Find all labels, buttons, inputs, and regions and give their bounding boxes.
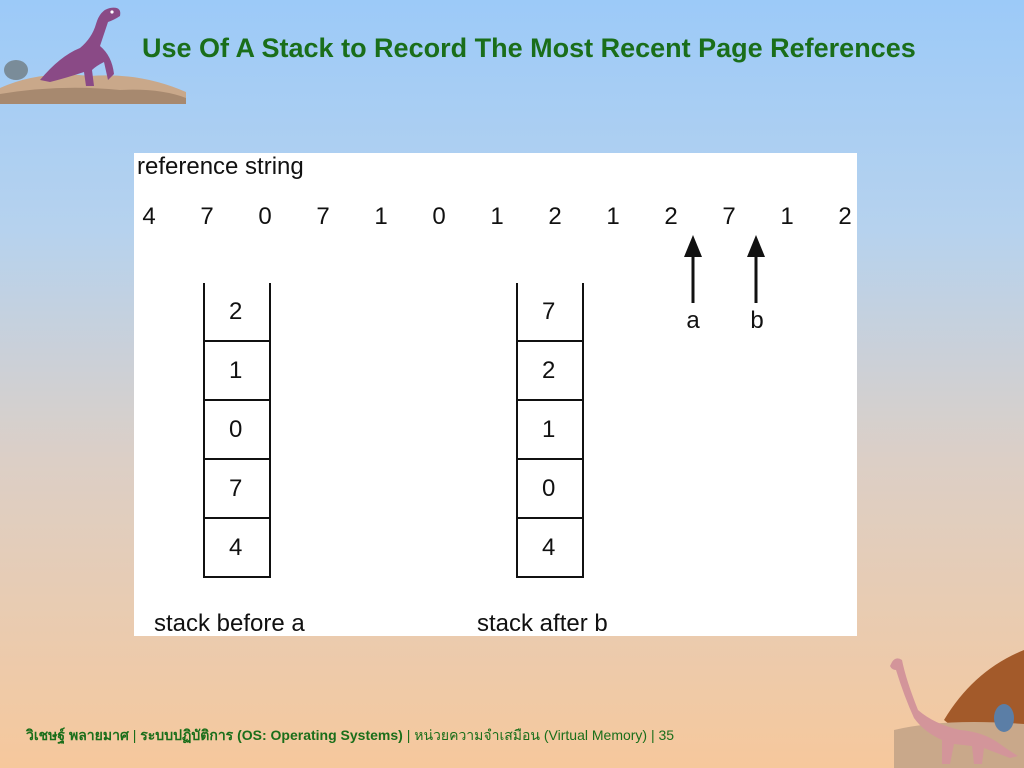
stack-after-b: 7 2 1 0 4 bbox=[516, 283, 584, 578]
reference-item: 1 bbox=[606, 203, 620, 230]
reference-item: 2 bbox=[548, 203, 562, 230]
marker-a-label: a bbox=[686, 307, 700, 334]
footer-separator: | bbox=[650, 727, 655, 743]
brontosaurus-dinosaur-icon bbox=[890, 650, 1024, 768]
slide-title: Use Of A Stack to Record The Most Recent… bbox=[142, 33, 916, 63]
marker-b-label: b bbox=[750, 307, 764, 334]
reference-item: 7 bbox=[200, 203, 214, 230]
footer: วิเชษฐ์ พลายมาศ | ระบบปฏิบัติการ (OS: Op… bbox=[26, 725, 674, 747]
stack-after-b-caption: stack after b bbox=[477, 610, 608, 637]
footer-page-number: 35 bbox=[658, 727, 675, 743]
reference-item: 1 bbox=[374, 203, 388, 230]
reference-item: 0 bbox=[432, 203, 446, 230]
reference-item: 7 bbox=[316, 203, 330, 230]
stack-cell: 1 bbox=[518, 401, 582, 460]
reference-item: 2 bbox=[664, 203, 678, 230]
footer-course: ระบบปฏิบัติการ (OS: Operating Systems) bbox=[140, 727, 403, 743]
footer-author: วิเชษฐ์ พลายมาศ bbox=[26, 727, 129, 743]
reference-item: 0 bbox=[258, 203, 272, 230]
footer-unit: หน่วยความจำเสมือน (Virtual Memory) bbox=[414, 727, 648, 743]
reference-item: 1 bbox=[490, 203, 504, 230]
stack-cell: 1 bbox=[205, 342, 269, 401]
stack-cell: 0 bbox=[205, 401, 269, 460]
stack-cell: 4 bbox=[229, 534, 243, 561]
reference-string-label: reference string bbox=[137, 153, 304, 180]
stack-cell: 7 bbox=[205, 460, 269, 519]
stack-before-a-caption: stack before a bbox=[154, 610, 305, 637]
stack-cell: 2 bbox=[205, 283, 269, 342]
stack-cell: 4 bbox=[542, 534, 556, 561]
stack-cell: 0 bbox=[518, 460, 582, 519]
reference-item: 1 bbox=[780, 203, 794, 230]
footer-separator: | bbox=[132, 727, 137, 743]
stack-cell: 2 bbox=[518, 342, 582, 401]
marker-a-arrow bbox=[684, 235, 702, 303]
stack-cell: 7 bbox=[518, 283, 582, 342]
reference-item: 7 bbox=[722, 203, 736, 230]
trex-dinosaur-icon bbox=[0, 7, 186, 104]
reference-string: 4 7 0 7 1 0 1 2 1 2 7 1 2 bbox=[134, 203, 857, 235]
marker-b-arrow bbox=[747, 235, 765, 303]
reference-item: 2 bbox=[838, 203, 852, 230]
diagram-panel: reference string 4 7 0 7 1 0 1 2 1 2 7 1… bbox=[134, 153, 857, 637]
footer-separator: | bbox=[406, 727, 411, 743]
reference-item: 4 bbox=[142, 203, 156, 230]
stack-before-a: 2 1 0 7 4 bbox=[203, 283, 271, 578]
